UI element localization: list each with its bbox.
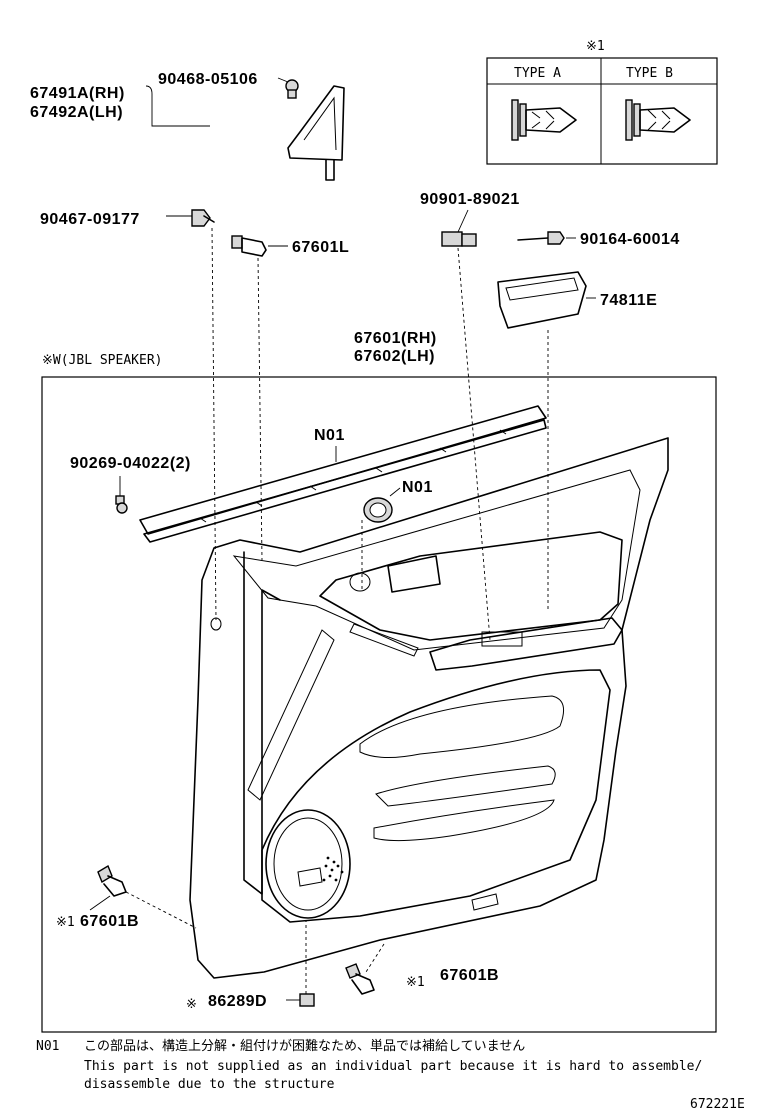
speaker-cover-icon (299, 993, 315, 1007)
type-table: ※1 TYPE A TYPE B (486, 39, 718, 165)
screw-90467-icon (191, 209, 215, 227)
clip-90901-icon (441, 231, 477, 247)
pocket-74811e-group: 74811E (497, 271, 657, 329)
clip-90468-label: 90468-05106 (158, 71, 258, 88)
panel-label-group: 67601(RH) 67602(LH) (354, 330, 437, 365)
align-line-67601l (257, 257, 263, 561)
footnote-english-line1: This part is not supplied as an individu… (84, 1059, 702, 1074)
panel-label-lh: 67602(LH) (354, 348, 435, 365)
clip-67601b-bottom-icon (345, 963, 375, 995)
speaker-cover-marker: ※ (186, 997, 197, 1012)
clip-67601b-left-marker: ※1 (56, 915, 75, 930)
door-trim-panel (189, 437, 669, 979)
triangle-garnish-group: 67491A(RH) 67492A(LH) 90468-05106 (30, 71, 345, 181)
align-line-90901 (457, 247, 491, 641)
clip-90269-icon (115, 495, 128, 514)
screw-90467-label: 90467-09177 (40, 211, 140, 228)
screw-90164-group: 90164-60014 (517, 231, 680, 248)
clip-90468-icon (285, 79, 299, 99)
speaker-grille-dots-icon (322, 856, 344, 882)
clip-90901-label: 90901-89021 (420, 191, 520, 208)
footnote-japanese: この部品は、構造上分解・組付けが困難なため、単品では補給していません (84, 1038, 525, 1054)
weatherstrip-n01-label: N01 (314, 427, 345, 444)
pocket-74811e-icon (497, 271, 587, 329)
cap-n01-label: N01 (402, 479, 433, 496)
speaker-cover-code: 86289D (208, 993, 267, 1010)
clip-67601l-icon (231, 235, 267, 257)
clip-67601b-bottom-code: 67601B (440, 967, 499, 984)
clip-90269-group: 90269-04022(2) (70, 455, 191, 514)
clip-67601b-bottom-group: ※1 67601B (345, 943, 499, 995)
weatherstrip-n01-group: N01 (139, 405, 547, 543)
jbl-speaker-note: ※W(JBL SPEAKER) (42, 353, 162, 368)
garnish-label-lh: 67492A(LH) (30, 104, 123, 121)
clip-67601l-group: 67601L (231, 235, 349, 257)
type-a-header: TYPE A (514, 66, 561, 81)
clip-type-b-icon (625, 99, 691, 141)
clip-90269-label: 90269-04022(2) (70, 455, 191, 472)
screw-90467-group: 90467-09177 (40, 209, 217, 621)
screw-90164-label: 90164-60014 (580, 231, 680, 248)
panel-label-rh: 67601(RH) (354, 330, 437, 347)
clip-67601b-left-icon (97, 864, 127, 897)
type-table-marker: ※1 (586, 39, 605, 54)
type-b-header: TYPE B (626, 66, 673, 81)
cap-n01-group: N01 (361, 479, 433, 590)
assembly-frame (41, 376, 717, 1033)
garnish-label-rh: 67491A(RH) (30, 85, 125, 102)
screw-90164-icon (517, 231, 565, 245)
clip-67601l-label: 67601L (292, 239, 349, 256)
clip-90901-group: 90901-89021 (420, 191, 520, 247)
clip-67601b-bottom-marker: ※1 (406, 975, 425, 990)
pocket-74811e-label: 74811E (600, 292, 657, 309)
diagram-id: 672221E (690, 1097, 745, 1112)
clip-67601b-left-group: ※1 67601B (56, 864, 197, 930)
footnote-english-line2: disassemble due to the structure (84, 1077, 335, 1092)
triangle-garnish-icon (287, 85, 345, 181)
clip-67601b-left-code: 67601B (80, 913, 139, 930)
cap-n01-icon (363, 497, 393, 523)
clip-type-a-icon (511, 99, 577, 141)
footnote-code: N01 (36, 1039, 59, 1054)
weatherstrip-icon (139, 405, 547, 543)
footnote: N01 この部品は、構造上分解・組付けが困難なため、単品では補給していません T… (36, 1038, 702, 1092)
speaker-cover-86289d-group: ※ 86289D (186, 920, 315, 1012)
